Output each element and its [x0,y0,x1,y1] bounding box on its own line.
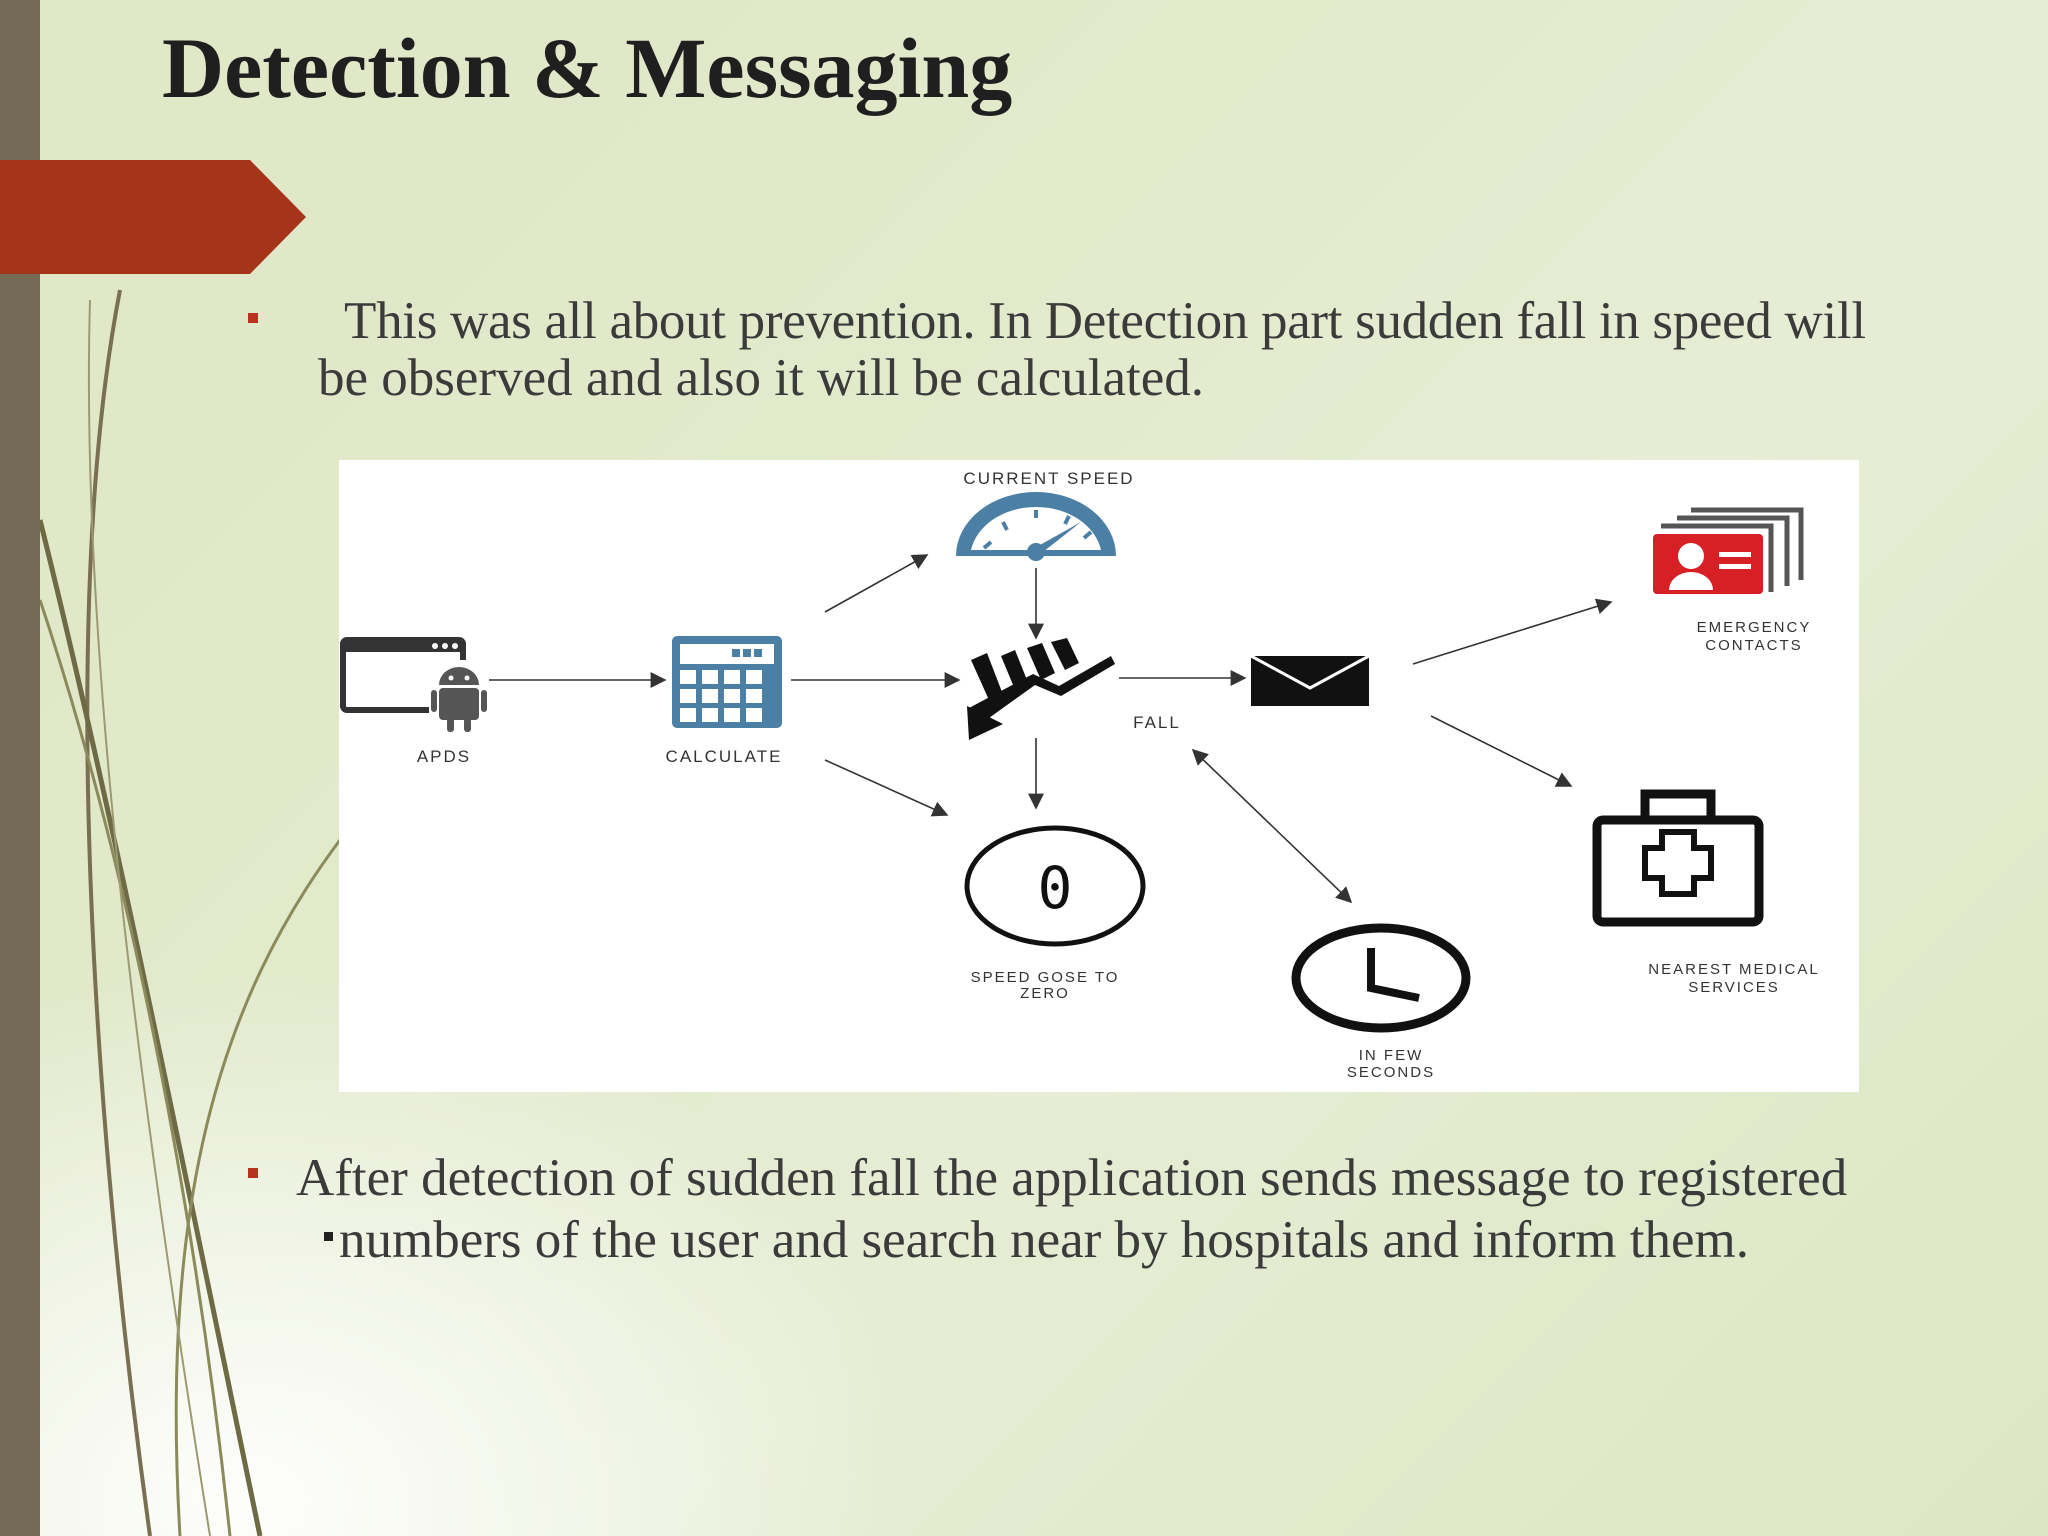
speedometer-icon: CURRENT SPEED [956,469,1134,561]
red-arrow-tab [0,160,306,274]
bullet-2-line-2: numbers of the user and search near by h… [339,1211,1749,1269]
zero-value: 0 [1038,854,1073,922]
bullet-1-line-1: This was all about prevention. In Detect… [344,292,1866,350]
bullet-2-line-1: After detection of sudden fall the appli… [296,1149,1848,1207]
label-calculate: CALCULATE [666,747,783,766]
label-few-seconds-1: IN FEW [1359,1047,1424,1064]
label-speed-zero-2: ZERO [1020,985,1070,1002]
flow-arrows [489,554,1613,904]
label-apds: APDS [417,747,471,766]
zero-circle-icon: 0 [964,825,1146,947]
detection-flow-diagram: APDS CALCULATE CURRENT SPEED [339,460,1859,1092]
label-speed-zero-1: SPEED GOSE TO [971,969,1120,986]
bullet-marker-2 [248,1168,258,1178]
label-current-speed: CURRENT SPEED [963,469,1134,488]
label-few-seconds-2: SECONDS [1347,1064,1435,1081]
calculator-icon [672,636,782,728]
label-medical-2: SERVICES [1688,979,1780,996]
clock-icon [1291,923,1471,1033]
label-fall: FALL [1133,713,1181,732]
bullet-1-line-2: be observed and also it will be calculat… [318,349,1204,407]
medical-kit-icon [1592,789,1764,927]
android-browser-icon [340,637,489,732]
label-medical-1: NEAREST MEDICAL [1648,961,1819,978]
slide-title: Detection & Messaging [162,20,1013,116]
label-emergency-1: EMERGENCY [1697,619,1812,636]
falling-chart-icon [967,638,1115,740]
bullet-2-line-2-wrap: numbers of the user and search near by h… [324,1212,1749,1268]
contact-cards-icon [1653,507,1804,594]
envelope-icon [1250,654,1370,706]
label-emergency-2: CONTACTS [1705,637,1802,654]
inline-square-marker [324,1232,333,1242]
bullet-marker-1 [248,313,258,323]
